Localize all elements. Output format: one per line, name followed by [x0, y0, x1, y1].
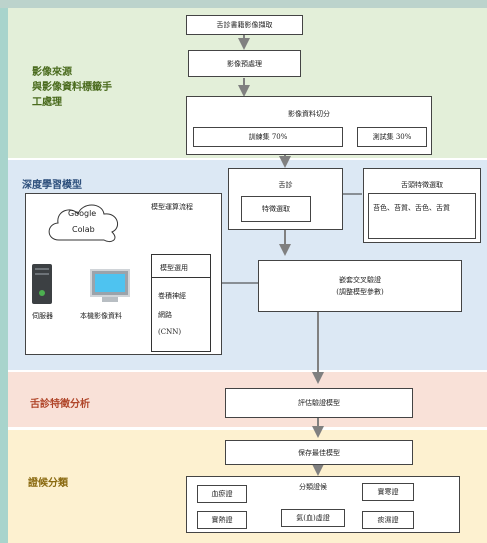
- server-icon: [32, 264, 52, 304]
- cnn-line2: 網路: [158, 311, 172, 319]
- top-bar: [0, 0, 487, 8]
- box-model-apply: 模型選用 卷積神經 網路 (CNN): [151, 254, 211, 352]
- band-label-deep-learning: 深度學習模型: [22, 180, 82, 191]
- box-nested-cross-validation: 嵌套交叉驗證 (調整模型參數): [258, 260, 462, 312]
- cloud-icon: [48, 204, 119, 243]
- box-preprocess: 影像預處理: [188, 50, 301, 77]
- band-label-tongue-analysis: 舌診特徵分析: [30, 399, 90, 410]
- syndrome-title: 分類證候: [299, 483, 327, 491]
- monitor-stand-icon: [102, 297, 118, 302]
- cloud-label-colab: Colab: [72, 225, 95, 234]
- split-title: 影像資料切分: [288, 110, 330, 118]
- server-label: 伺服器: [32, 312, 53, 320]
- box-phlegm-damp: 痰濕證: [362, 511, 414, 529]
- box-tongue-image-capture: 舌診書籍影像擷取: [186, 15, 303, 35]
- left-strip: [0, 0, 8, 543]
- box-data-split: 影像資料切分 訓練集 70% 測試集 30%: [186, 96, 432, 155]
- diag-title: 舌診: [278, 181, 293, 189]
- cnn-line3: (CNN): [158, 328, 182, 336]
- cnn-line1: 卷積神經: [158, 292, 186, 300]
- model-panel-title: 模型運算流程: [151, 203, 193, 211]
- box-blood-stasis: 血瘀證: [197, 485, 247, 503]
- model-panel: 模型運算流程 Google Colab 伺服器 本機影像資料 模型選用 卷積神經…: [25, 193, 222, 355]
- box-tongue-diagnosis: 舌診 特徵選取: [228, 168, 343, 230]
- monitor-icon: [90, 269, 130, 297]
- tongue-feat-title: 舌頭特徵選取: [401, 181, 443, 189]
- box-train-set: 訓練集 70%: [193, 127, 343, 147]
- box-evaluate-model: 評估驗證模型: [225, 388, 413, 418]
- box-feature-extract: 特徵選取: [241, 196, 311, 222]
- box-excess-heat: 實熱證: [197, 511, 247, 529]
- box-tongue-features: 苔色、苔質、舌色、舌質: [368, 193, 476, 239]
- band-label-image-source: 影像來源 與影像資料標籤手 工處理: [32, 67, 112, 108]
- cloud-label-google: Google: [68, 209, 97, 218]
- apply-title: 模型選用: [160, 264, 188, 272]
- band-label-syndrome: 證候分類: [28, 478, 68, 489]
- box-tongue-feature-select: 舌頭特徵選取 苔色、苔質、舌色、舌質: [363, 168, 481, 243]
- box-test-set: 測試集 30%: [357, 127, 427, 147]
- box-syndrome-classification: 分類證候 血瘀證 實熱證 實寒證 氣(血)虛證 痰濕證: [186, 476, 460, 533]
- box-qi-blood-deficiency: 氣(血)虛證: [281, 509, 345, 527]
- box-save-best-model: 保存最佳模型: [225, 440, 413, 465]
- local-data-label: 本機影像資料: [80, 312, 122, 320]
- box-excess-cold: 實寒證: [362, 483, 414, 501]
